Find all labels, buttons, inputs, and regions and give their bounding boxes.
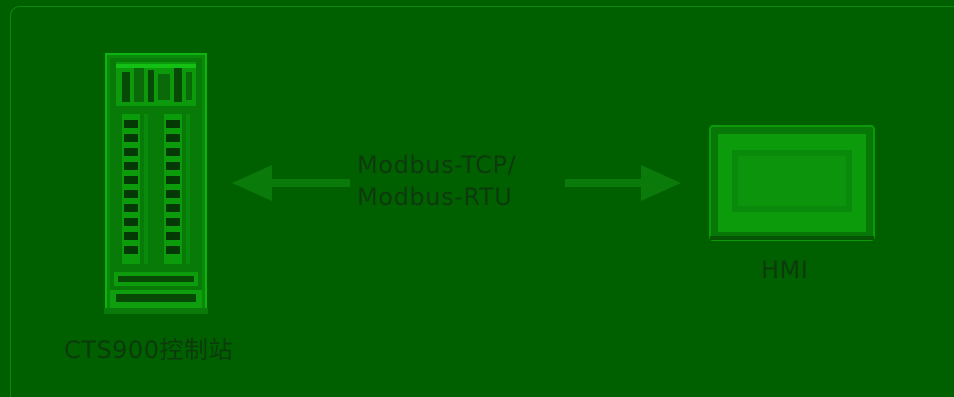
protocol-label: Modbus-TCP/ Modbus-RTU [357, 149, 516, 213]
hmi-screen-icon [709, 125, 875, 241]
protocol-line-2: Modbus-RTU [357, 183, 513, 211]
control-station-label: CTS900控制站 [64, 336, 233, 364]
hmi-label: HMI [761, 256, 809, 284]
arrow-right-icon [565, 165, 681, 201]
control-cabinet-icon [104, 53, 208, 314]
arrow-left-icon [232, 165, 350, 201]
protocol-line-1: Modbus-TCP/ [357, 151, 517, 179]
